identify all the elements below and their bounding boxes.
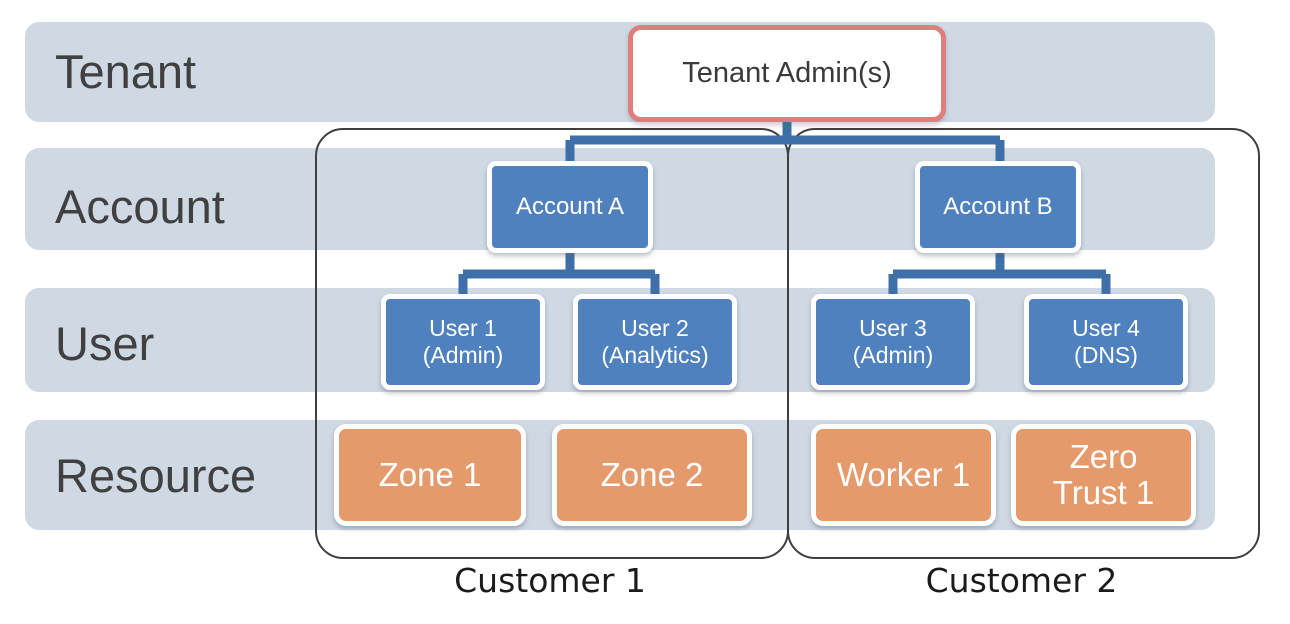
user-node-4[interactable]: User 4 (DNS) [1024,294,1188,390]
resource-3-label: Worker 1 [836,455,971,493]
resource-node-zero-trust-1[interactable]: Zero Trust 1 [1011,424,1196,526]
user-node-3[interactable]: User 3 (Admin) [811,294,975,390]
account-node-b[interactable]: Account B [915,161,1081,253]
resource-node-worker-1[interactable]: Worker 1 [811,424,996,526]
user-1-name: User 1 [429,314,497,341]
user-3-text: User 3 (Admin) [853,315,934,369]
user-1-role: (Admin) [422,342,504,368]
user-2-text: User 2 (Analytics) [601,315,708,369]
resource-4-text: Zero Trust 1 [1052,437,1155,512]
user-4-text: User 4 (DNS) [1072,315,1140,369]
tier-label-resource: Resource [55,449,257,502]
user-2-role: (Analytics) [601,342,709,368]
user-4-name: User 4 [1072,314,1140,341]
user-node-2[interactable]: User 2 (Analytics) [573,294,737,390]
user-3-role: (Admin) [852,342,934,368]
account-node-a[interactable]: Account A [487,161,653,253]
user-4-role: (DNS) [1074,342,1138,368]
tier-label-account: Account [55,180,225,233]
user-2-name: User 2 [621,314,689,341]
resource-node-zone-2[interactable]: Zone 2 [552,424,752,526]
account-a-label: Account A [515,193,625,220]
tier-band-tenant [25,22,1215,122]
user-1-text: User 1 (Admin) [423,315,504,369]
tenant-admin-node[interactable]: Tenant Admin(s) [628,25,946,122]
tenant-admin-label: Tenant Admin(s) [682,57,892,89]
customer-2-caption: Customer 2 [925,561,1118,600]
tier-label-user: User [55,317,155,370]
customer-group-2 [787,128,1260,559]
resource-4-line2: Trust 1 [1052,474,1155,511]
user-3-name: User 3 [859,314,927,341]
user-node-1[interactable]: User 1 (Admin) [381,294,545,390]
resource-2-label: Zone 2 [600,455,704,493]
resource-4-line1: Zero [1069,437,1138,475]
resource-node-zone-1[interactable]: Zone 1 [334,424,526,526]
customer-1-caption: Customer 1 [454,561,646,600]
tier-label-tenant: Tenant [55,45,197,98]
account-b-label: Account B [943,193,1053,220]
resource-1-label: Zone 1 [378,455,482,493]
